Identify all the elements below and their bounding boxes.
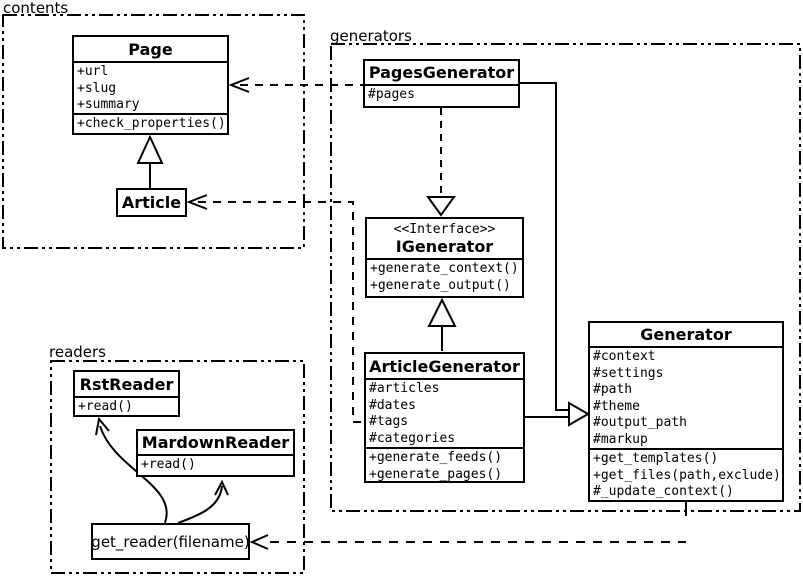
class-generator-title: Generator [590,323,782,348]
attribute: #pages [368,87,415,102]
stereotype-interface: <<Interface>> [393,221,496,237]
method: +get_templates() [593,451,719,466]
dependency-generator-to-getreader [249,502,687,550]
class-igenerator-title: <<Interface>> IGenerator [367,219,522,260]
generalization-to-generator [519,82,590,427]
class-articlegenerator-title: ArticleGenerator [366,354,523,380]
class-article: Article [116,188,187,217]
class-pagesgenerator-attributes: #pages [365,86,518,106]
package-label-readers: readers [49,343,106,361]
generalization-article-to-page [136,134,164,189]
method: +generate_output() [370,277,511,293]
class-generator-methods: +get_templates() +get_files(path,exclude… [590,448,782,500]
class-rstreader-title: RstReader [75,372,178,398]
dependency-articlegenerator-to-article [186,194,364,423]
realization-pagesgenerator-to-igenerator [426,108,456,217]
package-border-generators [330,43,801,512]
class-generator: Generator #context #settings #path #them… [588,321,784,502]
method: +read() [78,399,133,414]
package-border-contents [2,14,305,249]
class-page-methods: +check_properties() [74,113,227,133]
method: +generate_feeds() [369,450,503,465]
method: +generate_context() [370,261,519,276]
function-get-reader: get_reader(filename) [91,523,250,560]
attribute: #dates [369,397,416,413]
method: +get_files(path,exclude) [593,467,781,483]
class-igenerator: <<Interface>> IGenerator +generate_conte… [365,217,524,298]
class-page-title: Page [74,37,227,63]
method: #_update_context() [593,484,734,499]
class-igenerator-methods: +generate_context() +generate_output() [367,260,522,296]
class-mardownreader-title: MardownReader [138,431,293,456]
method: +read() [141,457,196,472]
arrow-getreader-to-mardownreader [177,479,229,524]
attribute: #output_path [593,415,687,430]
attribute: #categories [369,430,456,446]
class-pagesgenerator: PagesGenerator #pages [363,59,520,108]
class-rstreader: RstReader +read() [73,370,180,417]
class-articlegenerator-methods: +generate_feeds() +generate_pages() [366,447,523,481]
attribute: #markup [593,431,648,447]
class-articlegenerator-attributes: #articles #dates #tags #categories [366,380,523,447]
dependency-pagesgenerator-to-page [228,77,363,93]
class-articlegenerator: ArticleGenerator #articles #dates #tags … [364,352,525,483]
package-label-contents: contents [3,0,69,17]
class-page-attributes: +url +slug +summary [74,63,227,113]
package-border-readers [50,360,305,574]
class-page: Page +url +slug +summary +check_properti… [72,35,229,135]
function-get-reader-label: get_reader(filename) [91,532,250,551]
attribute: #path [593,382,633,397]
class-pagesgenerator-title: PagesGenerator [365,61,518,86]
method: +generate_pages() [369,466,503,482]
attribute: +slug [77,80,117,96]
generalization-articlegenerator-to-igenerator [427,297,457,351]
attribute: #context [593,349,656,364]
attribute: #settings [593,365,664,381]
class-rstreader-methods: +read() [75,398,178,415]
attribute: #theme [593,398,640,414]
class-article-title: Article [121,193,182,212]
class-mardownreader-methods: +read() [138,456,293,475]
class-generator-attributes: #context #settings #path #theme #output_… [590,348,782,448]
attribute: +summary [77,97,140,112]
attribute: #tags [369,414,409,429]
method: +check_properties() [77,116,226,131]
package-label-generators: generators [330,27,412,45]
attribute: +url [77,64,109,79]
class-igenerator-name: IGenerator [395,236,494,256]
class-mardownreader: MardownReader +read() [136,429,295,477]
attribute: #articles [369,381,440,396]
